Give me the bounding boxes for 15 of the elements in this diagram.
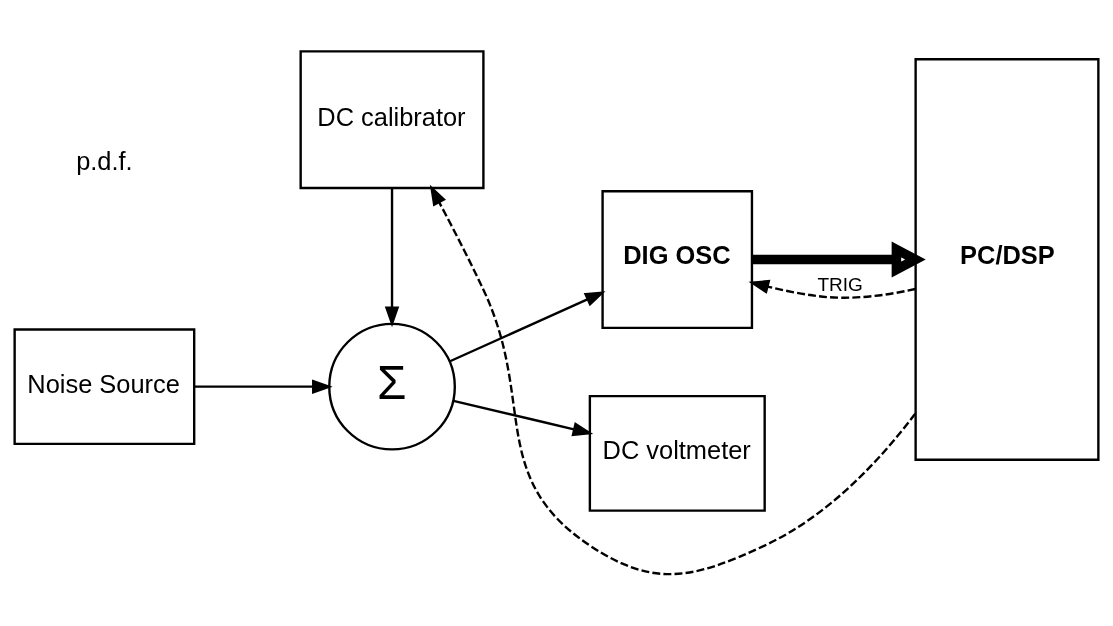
arrow xyxy=(429,184,917,576)
arrow xyxy=(194,379,333,394)
arrow xyxy=(748,279,916,299)
label: p.d.f. xyxy=(76,147,133,176)
node-box: DC calibrator xyxy=(299,50,485,190)
node-box: DIG OSC xyxy=(601,190,754,330)
node-box: DC voltmeter xyxy=(588,395,766,512)
node-box: Noise Source xyxy=(13,328,196,446)
node-circle: Σ xyxy=(328,322,456,451)
edge-label: TRIG xyxy=(817,273,863,295)
arrow xyxy=(449,291,606,363)
arrow xyxy=(453,399,594,437)
node-box: PC/DSP xyxy=(914,58,1100,461)
arrow xyxy=(752,241,926,278)
arrow xyxy=(384,188,400,328)
